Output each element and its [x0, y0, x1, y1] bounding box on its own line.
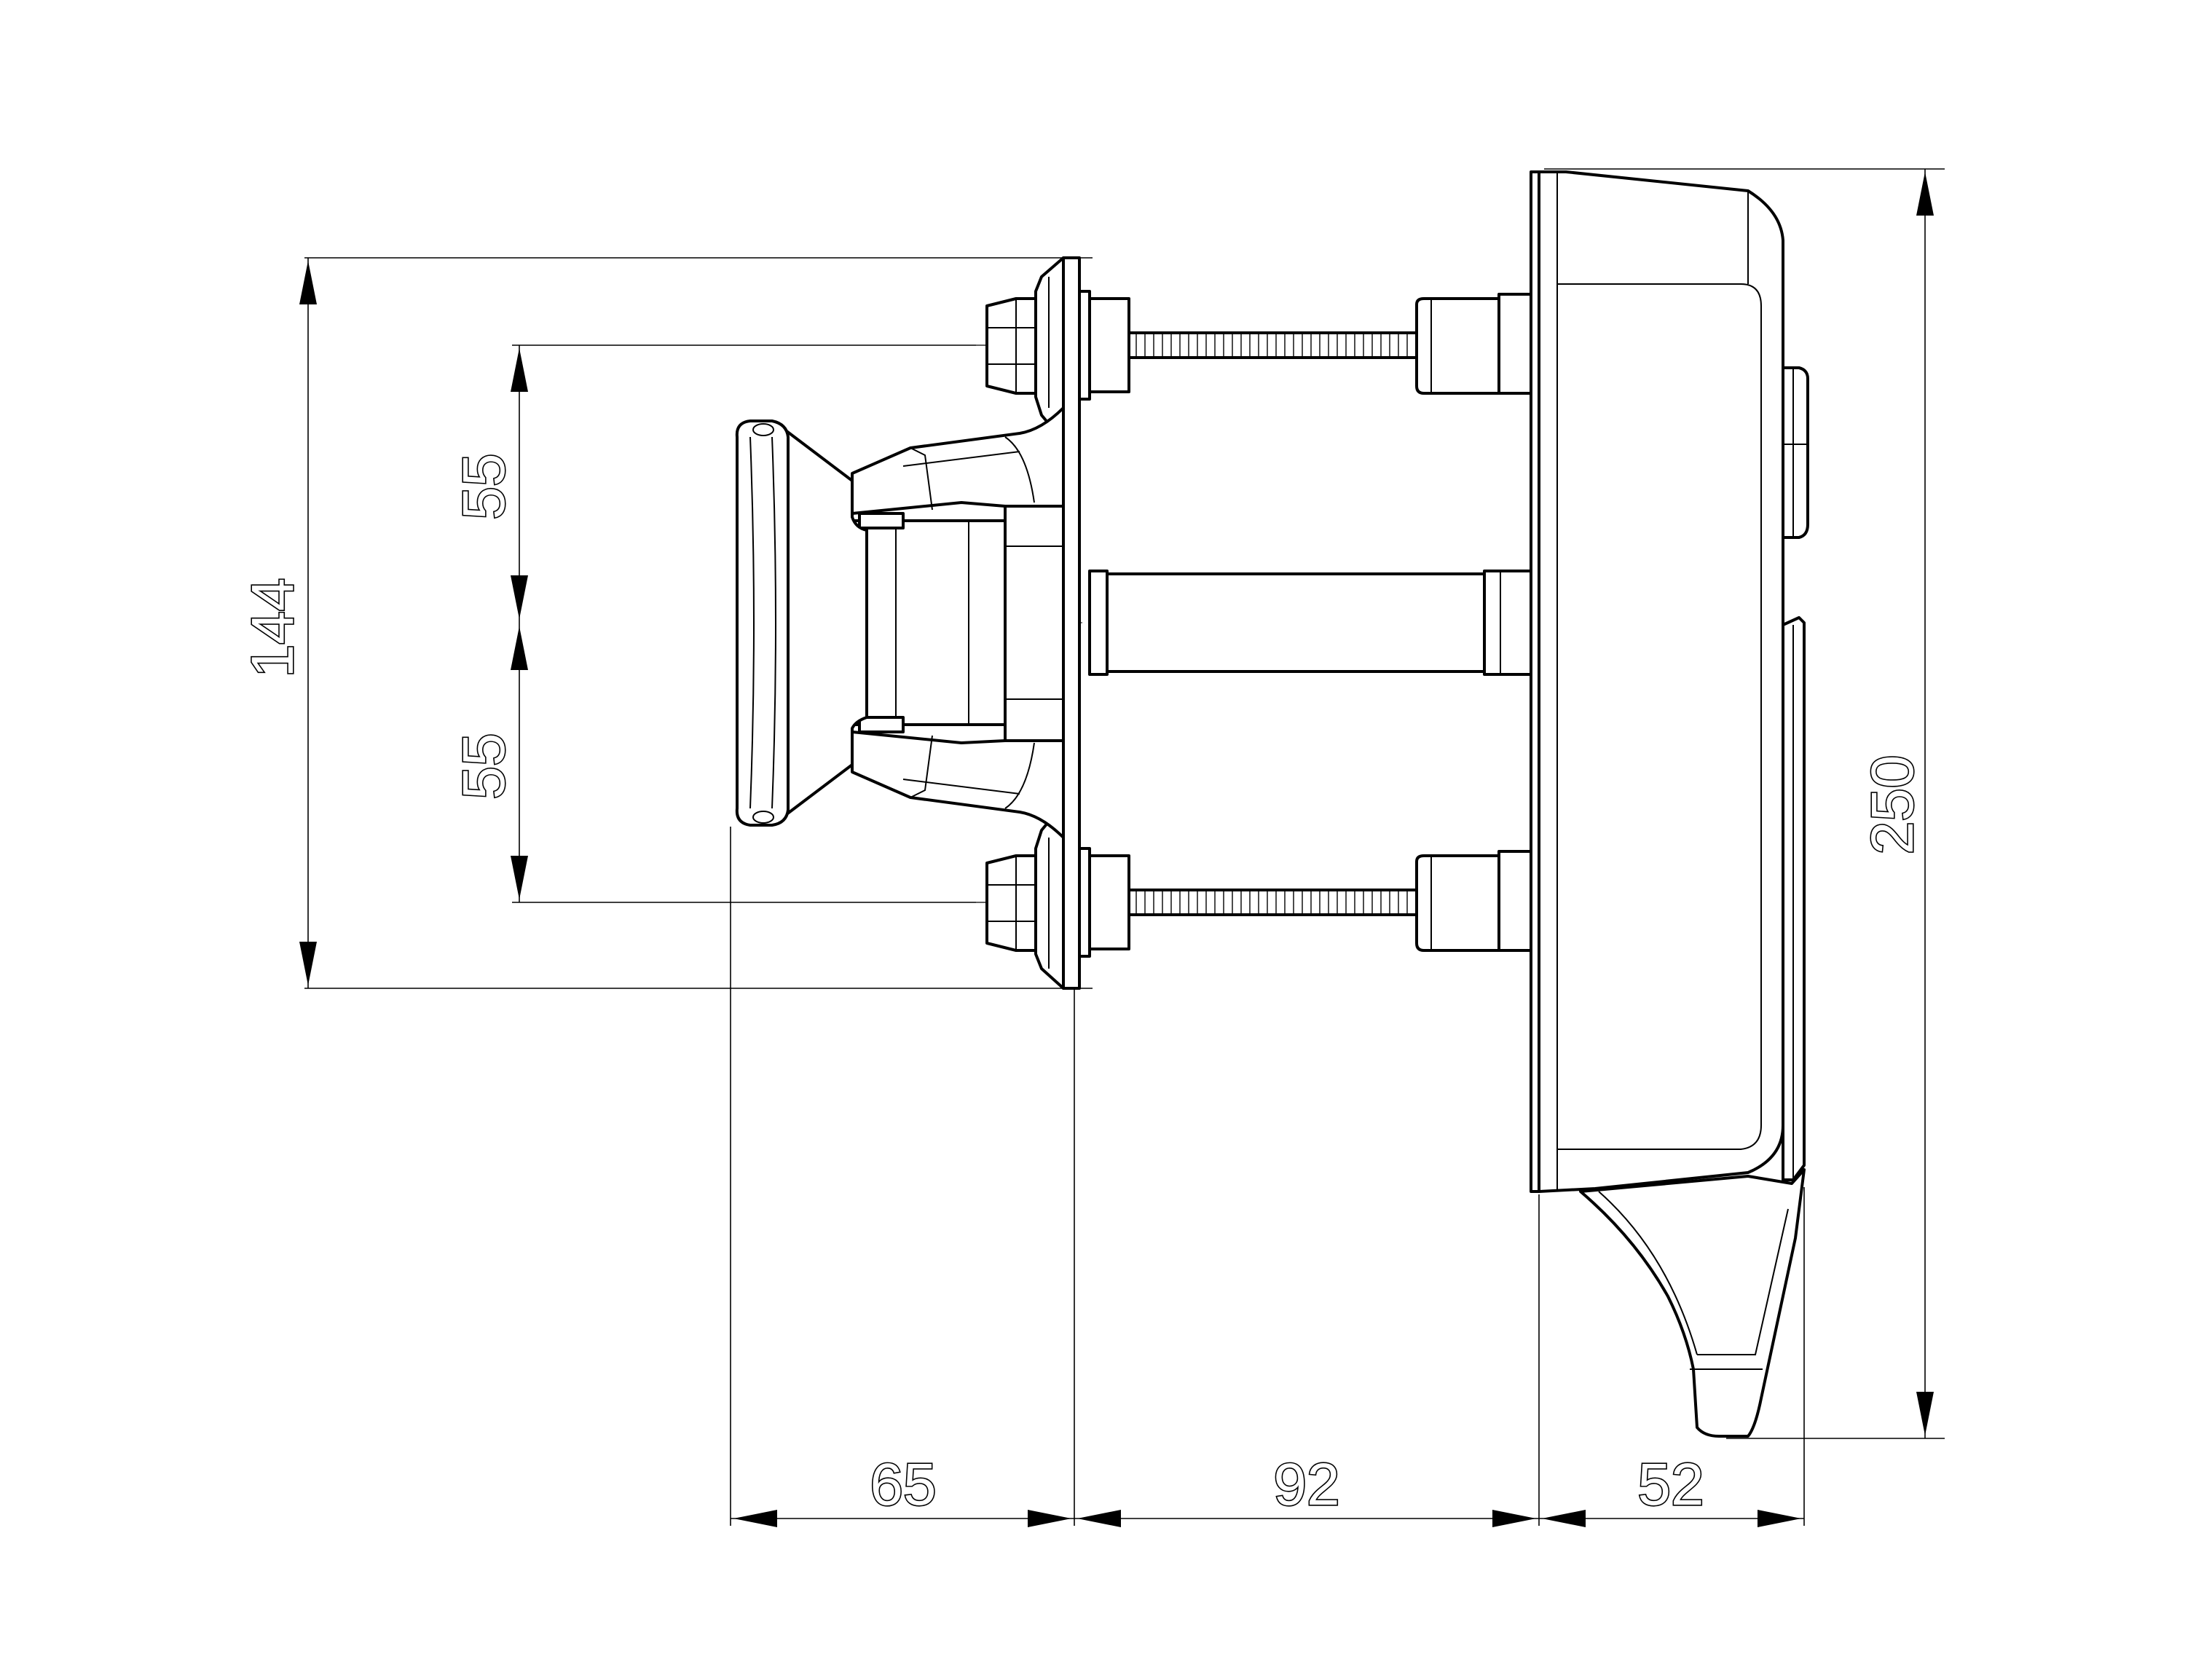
- dim-height-overall: 144: [240, 578, 306, 678]
- housing: [1530, 170, 1809, 1438]
- dim-upper-offset: 55: [451, 453, 517, 519]
- dim-width-shaft: 92: [1273, 1451, 1339, 1518]
- dimension-labels: 144 55 55 250 65 92 52: [238, 452, 1926, 1519]
- dimension-lines: [299, 168, 1945, 1527]
- knob: [735, 420, 1007, 827]
- dim-width-knob: 65: [870, 1451, 936, 1518]
- mounting-flange: [851, 256, 1081, 990]
- dim-lower-offset: 55: [451, 733, 517, 799]
- central-shaft: [1088, 570, 1532, 676]
- dim-width-housing: 52: [1637, 1451, 1704, 1518]
- upper-bolt: [985, 290, 1532, 401]
- dim-mount-height: 250: [1859, 755, 1926, 855]
- lower-bolt: [985, 847, 1532, 958]
